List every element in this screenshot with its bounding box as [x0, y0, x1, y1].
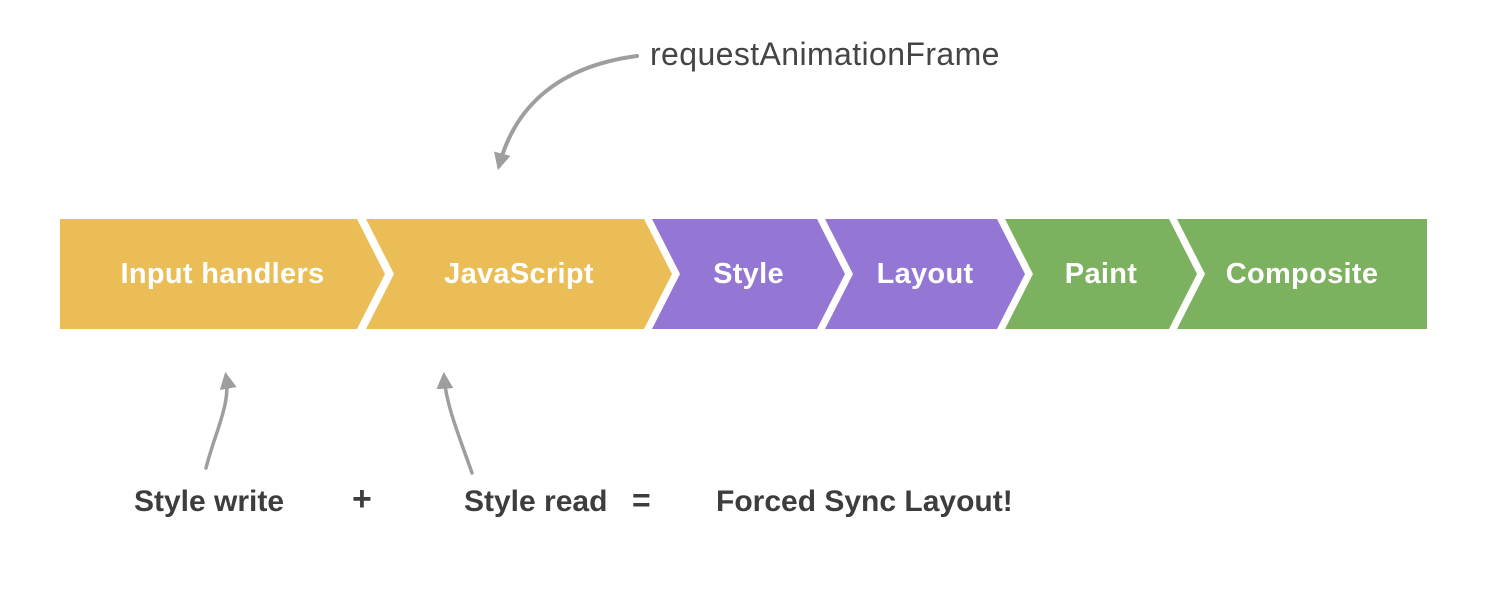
- style-write-arrow: [204, 371, 237, 470]
- segment-label: Layout: [876, 257, 974, 290]
- equation-equals-sign: =: [632, 482, 651, 518]
- segment-label: JavaScript: [444, 257, 594, 290]
- raf-arrow: [494, 54, 639, 171]
- equation-result-forced-sync-layout: Forced Sync Layout!: [716, 485, 1013, 518]
- segment-label: Composite: [1225, 257, 1379, 290]
- segment-label: Style: [713, 257, 784, 290]
- equation-term-style-read: Style read: [464, 485, 608, 518]
- equation-term-style-write: Style write: [134, 485, 285, 518]
- style-read-arrow: [436, 371, 474, 475]
- pipeline-segment-input-handlers: Input handlers: [60, 219, 385, 329]
- pipeline-segment-style: Style: [652, 219, 845, 329]
- pipeline-band: Input handlers JavaScript Style Layout P…: [0, 219, 1496, 329]
- raf-annotation-label: requestAnimationFrame: [650, 36, 1000, 72]
- pipeline-segment-javascript: JavaScript: [366, 219, 672, 329]
- pipeline-segment-paint: Paint: [1005, 219, 1197, 329]
- pipeline-segment-composite: Composite: [1177, 219, 1427, 329]
- equation-plus-sign: +: [352, 480, 372, 518]
- pipeline-segment-layout: Layout: [825, 219, 1025, 329]
- segment-label: Input handlers: [120, 257, 325, 290]
- segment-label: Paint: [1064, 257, 1138, 290]
